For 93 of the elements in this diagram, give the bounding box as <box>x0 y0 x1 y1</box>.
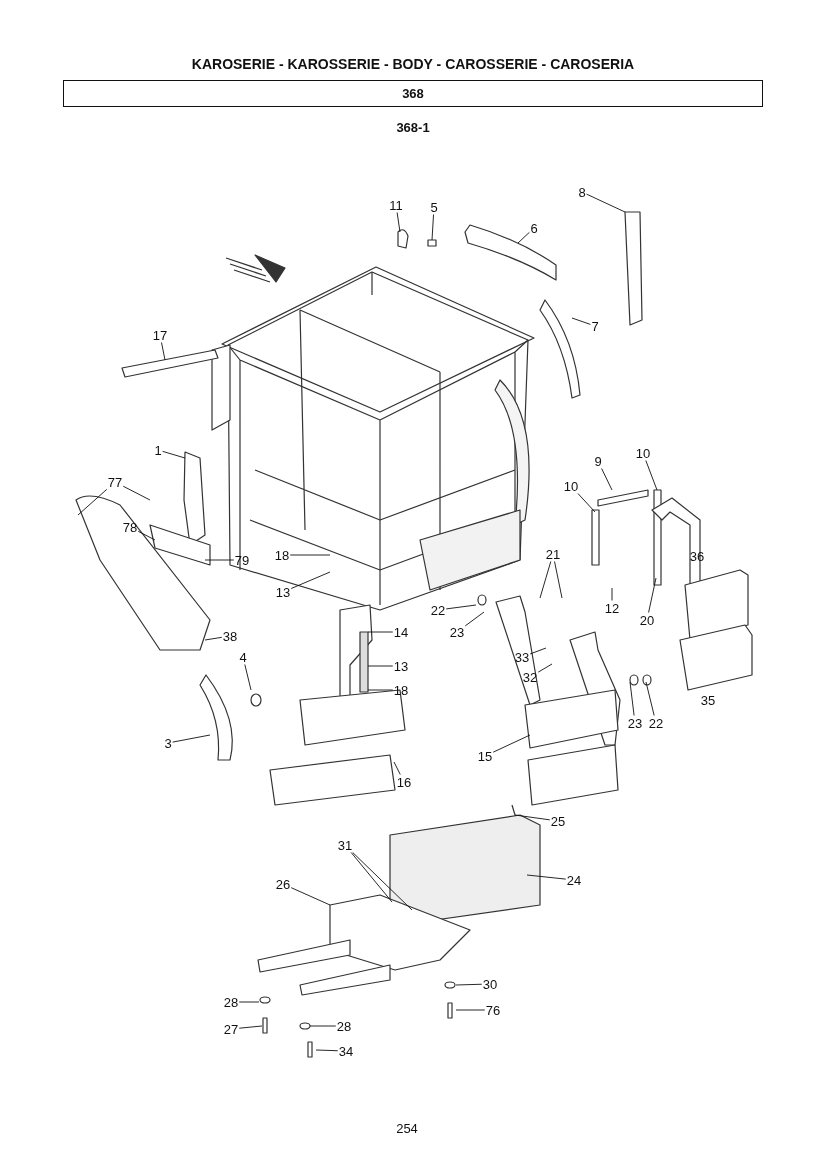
callout-number: 20 <box>638 612 656 628</box>
callout-number: 23 <box>448 624 466 640</box>
callout-number: 16 <box>395 774 413 790</box>
leader-line <box>367 665 394 667</box>
callout-number: 13 <box>392 658 410 674</box>
leader-line <box>172 734 211 743</box>
callout-number: 33 <box>513 649 531 665</box>
callout-number: 10 <box>562 478 580 494</box>
callout-number: 34 <box>337 1043 355 1059</box>
callout-number: 15 <box>476 748 494 764</box>
callout-number: 28 <box>222 994 240 1010</box>
figure-number: 368-1 <box>395 119 431 135</box>
leader-line <box>290 887 331 906</box>
callout-number: 7 <box>590 318 600 334</box>
leader-line <box>350 852 393 903</box>
leader-line <box>122 485 151 501</box>
leader-line <box>431 214 434 241</box>
leader-line <box>517 231 530 244</box>
leader-line <box>352 852 413 911</box>
section-number-box: 368 <box>63 80 763 107</box>
leader-line <box>645 460 658 491</box>
leader-line <box>445 604 477 610</box>
leader-line <box>577 493 596 513</box>
leader-line <box>648 577 657 613</box>
callout-number: 22 <box>647 715 665 731</box>
callout-number: 31 <box>336 837 354 853</box>
leader-line <box>571 317 591 325</box>
callout-number: 79 <box>233 552 251 568</box>
callout-number: 35 <box>699 692 717 708</box>
callout-number: 27 <box>222 1021 240 1037</box>
callout-number: 78 <box>121 519 139 535</box>
callout-number: 13 <box>274 584 292 600</box>
leader-line <box>162 450 186 459</box>
callout-number: 18 <box>273 547 291 563</box>
leader-line <box>161 342 166 361</box>
callout-number: 25 <box>549 813 567 829</box>
leader-line <box>367 689 394 691</box>
leader-line <box>611 587 613 601</box>
callout-number: 11 <box>388 197 404 213</box>
leader-line <box>367 631 394 633</box>
callout-number: 14 <box>392 624 410 640</box>
callout-number: 1 <box>153 442 163 458</box>
leader-line <box>601 468 613 491</box>
leader-line <box>204 636 223 641</box>
callout-number: 3 <box>163 735 173 751</box>
callout-number: 6 <box>529 220 539 236</box>
callout-number: 9 <box>593 453 603 469</box>
leader-line <box>204 559 235 561</box>
leader-line <box>455 983 483 986</box>
callout-number: 8 <box>577 184 587 200</box>
callout-number: 4 <box>238 649 248 665</box>
callout-number: 17 <box>151 327 169 343</box>
page-title: KAROSERIE - KAROSSERIE - BODY - CAROSSERIE - CAROSERIA <box>190 56 636 72</box>
leader-line <box>529 647 547 655</box>
callout-number: 18 <box>392 682 410 698</box>
callout-number: 32 <box>521 669 539 685</box>
leader-line <box>645 681 655 716</box>
leader-line <box>554 561 563 599</box>
callout-number: 22 <box>429 602 447 618</box>
callout-number: 24 <box>565 872 583 888</box>
leader-line <box>309 1025 337 1027</box>
leader-line <box>290 571 331 589</box>
leader-line <box>526 874 567 880</box>
callout-number: 12 <box>603 600 621 616</box>
leader-line <box>455 1009 486 1011</box>
leader-line <box>289 554 331 556</box>
leader-line <box>238 1025 263 1029</box>
leader-line <box>539 561 552 599</box>
callout-number: 23 <box>626 715 644 731</box>
callout-number: 30 <box>481 976 499 992</box>
callout-number: 76 <box>484 1002 502 1018</box>
leader-line <box>514 814 551 821</box>
callout-number: 10 <box>634 445 652 461</box>
leader-line <box>315 1049 339 1052</box>
callout-number: 36 <box>688 548 706 564</box>
leader-line <box>77 488 108 516</box>
callout-number: 26 <box>274 876 292 892</box>
callout-number: 77 <box>106 474 124 490</box>
page-number: 254 <box>395 1120 419 1136</box>
leader-line <box>492 734 531 753</box>
callout-number: 38 <box>221 628 239 644</box>
leader-line <box>393 761 401 775</box>
leader-line <box>464 611 485 627</box>
callout-number: 5 <box>429 199 439 215</box>
callout-number: 28 <box>335 1018 353 1034</box>
leader-line <box>537 663 553 673</box>
leader-line <box>586 193 626 213</box>
leader-line <box>244 664 252 691</box>
leader-line <box>629 681 635 716</box>
leader-line <box>238 1001 260 1003</box>
callout-number: 21 <box>544 546 562 562</box>
leader-line <box>137 530 156 541</box>
leader-line <box>396 212 401 233</box>
